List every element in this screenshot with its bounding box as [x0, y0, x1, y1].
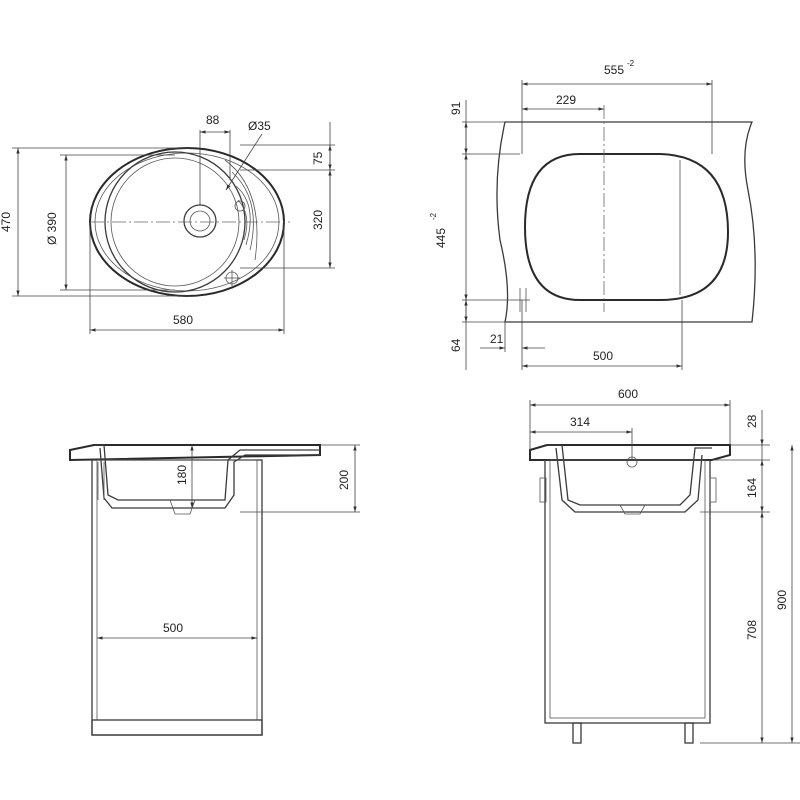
dim-555-tolerance: -2 [627, 59, 635, 68]
dim-445-label: 445 [434, 228, 448, 248]
dim-28-label: 28 [745, 414, 759, 428]
dim-180-label: 180 [175, 465, 189, 485]
dim-500-front-label: 500 [163, 621, 183, 635]
dim-91-label: 91 [449, 101, 463, 115]
dim-d35-label: Ø35 [248, 119, 271, 133]
dim-500-cutout-label: 500 [593, 349, 613, 363]
front-section-view: 180 200 500 [69, 444, 360, 736]
dim-580-label: 580 [173, 313, 193, 327]
dim-314-label: 314 [570, 415, 590, 429]
dim-d390-label: Ø 390 [45, 212, 59, 245]
sink-top-view: 88 Ø35 75 320 470 Ø 390 580 [0, 113, 335, 334]
dim-164-label: 164 [745, 478, 759, 498]
dim-64-label: 64 [449, 338, 463, 352]
side-section-view: 600 314 28 164 708 900 [529, 387, 800, 744]
dim-229-label: 229 [556, 93, 576, 107]
dim-900-label: 900 [775, 590, 789, 610]
dim-88-label: 88 [206, 113, 220, 127]
dim-555-label: 555 [604, 63, 624, 77]
dim-320-label: 320 [311, 210, 325, 230]
drain-icon [183, 204, 217, 238]
dim-445-tolerance: -2 [429, 212, 438, 220]
cutout-view: 555 -2 229 91 445 -2 64 21 500 [429, 59, 756, 370]
dim-200-label: 200 [337, 470, 351, 490]
dim-600-label: 600 [618, 387, 638, 401]
dim-470-label: 470 [0, 212, 13, 232]
dim-21-label: 21 [490, 332, 504, 346]
dim-708-label: 708 [745, 620, 759, 640]
dim-75-label: 75 [311, 151, 325, 165]
